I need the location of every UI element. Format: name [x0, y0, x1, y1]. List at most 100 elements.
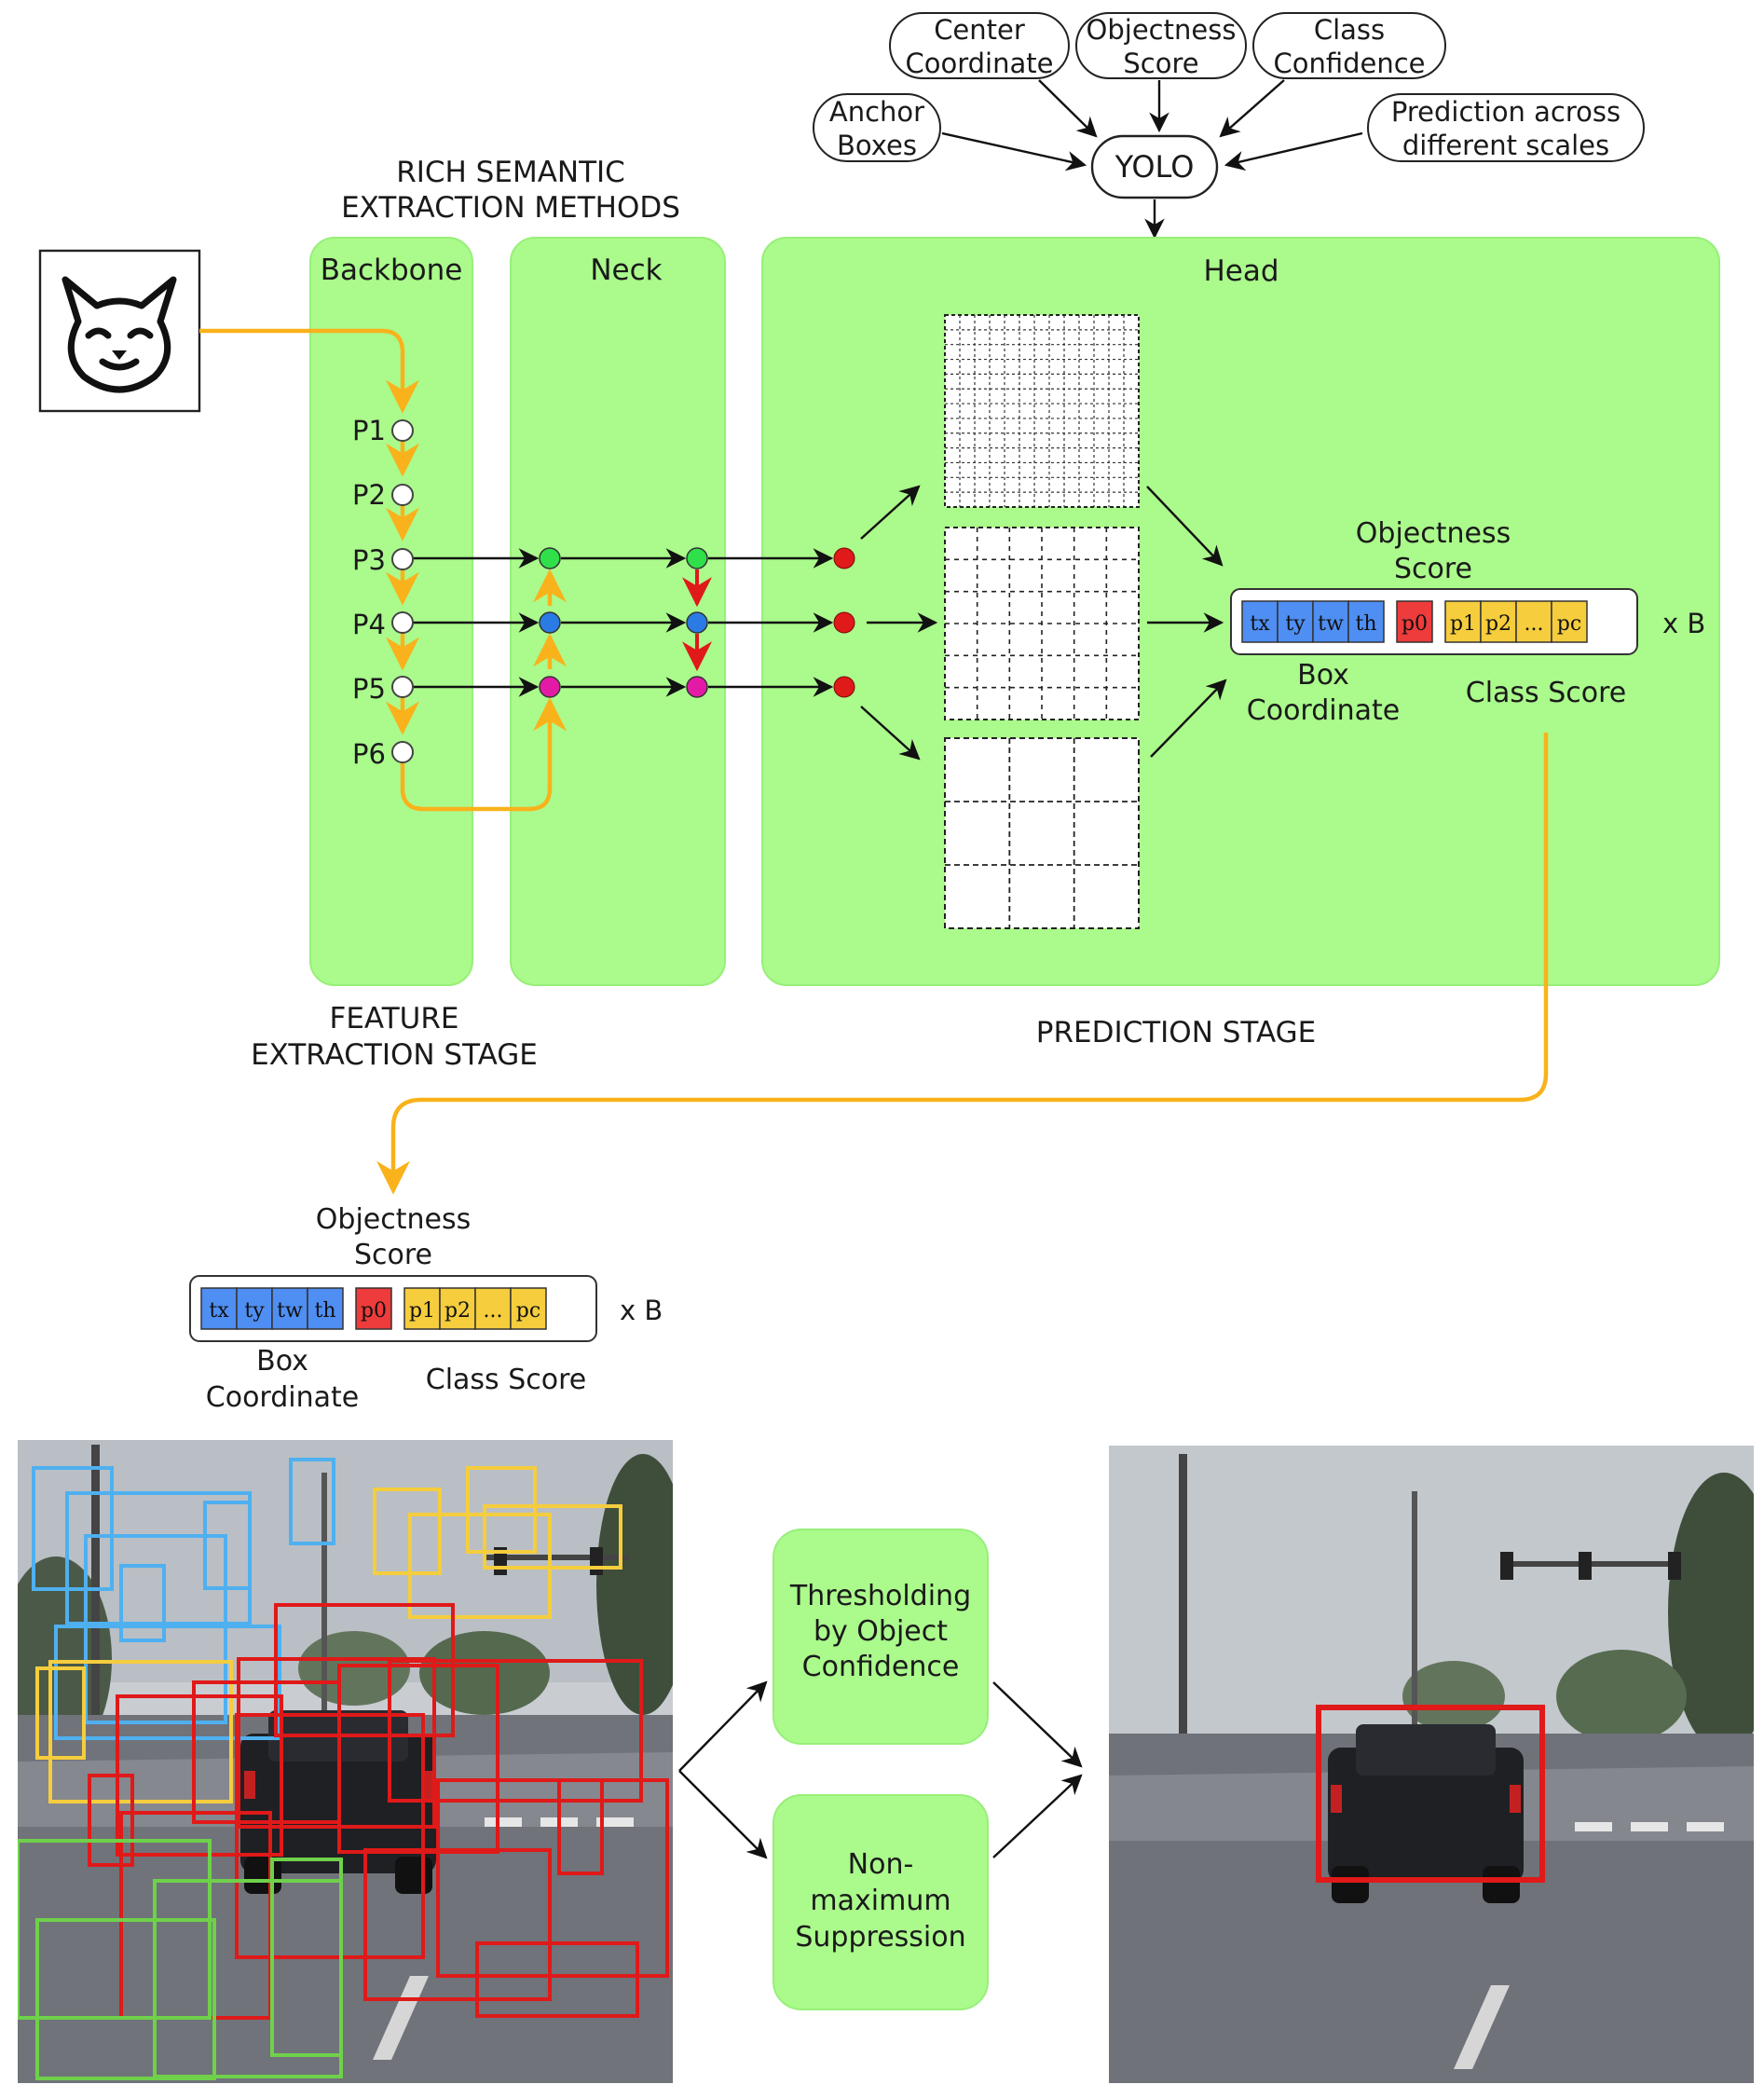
box-cell: ty — [244, 1299, 265, 1323]
nms-label: Suppression — [795, 1921, 965, 1954]
level-label-p3: P3 — [352, 544, 386, 576]
raw-detection-box — [483, 1504, 622, 1570]
factor-anchor-boxes: Anchor Boxes — [813, 93, 941, 162]
raw-detection-box — [35, 1918, 216, 2080]
feature-stage-label: FEATURE — [330, 1002, 459, 1035]
class-score-label: Class Score — [426, 1364, 587, 1396]
photo-raw-detections — [18, 1440, 673, 2083]
factor-label: Confidence — [1273, 48, 1425, 79]
panel-backbone: Backbone — [309, 237, 473, 986]
objectness-cell-bg — [1396, 600, 1433, 643]
class-score-label: Class Score — [1466, 677, 1627, 709]
factor-label: Objectness — [1087, 14, 1237, 46]
thresholding-box — [773, 1529, 989, 1745]
pyramid-levels: P1 P2 P3 P4 P5 P6 — [352, 415, 386, 770]
rich-semantic-label: EXTRACTION METHODS — [341, 191, 680, 225]
grid-fine — [944, 314, 1140, 508]
class-cell: p1 — [1450, 612, 1476, 636]
raw-detection-box — [119, 1564, 166, 1642]
thresholding-label: Confidence — [802, 1651, 960, 1683]
raw-detection-box — [466, 1466, 537, 1554]
post-arrows — [678, 1680, 1083, 1859]
raw-detection-box — [436, 1778, 669, 1978]
class-cell: p2 — [1485, 612, 1511, 636]
input-image-cat — [38, 249, 201, 413]
class-cell: ... — [484, 1299, 503, 1323]
objectness-cell: p0 — [1402, 612, 1428, 636]
box-cell-bg — [307, 1287, 344, 1330]
raw-detection-box — [388, 1659, 643, 1803]
box-cell-bg — [236, 1287, 273, 1330]
raw-detection-box — [84, 1534, 227, 1724]
raw-detection-box — [235, 1713, 425, 1959]
head-title: Head — [1203, 254, 1279, 288]
neck-title: Neck — [590, 254, 662, 287]
nms-box — [773, 1794, 989, 2010]
factor-label: Coordinate — [906, 48, 1054, 79]
class-cell: p1 — [409, 1299, 435, 1323]
level-label-p1: P1 — [352, 415, 386, 446]
box-cell-bg — [271, 1287, 308, 1330]
box-cell-bg — [200, 1287, 238, 1330]
box-cell: tw — [277, 1299, 303, 1323]
box-cell-bg — [1347, 600, 1385, 643]
class-cell: p2 — [444, 1299, 471, 1323]
neck-nodes — [539, 547, 708, 698]
vector-multiplier: x B — [620, 1295, 663, 1326]
backbone-title: Backbone — [321, 254, 463, 287]
feature-stage-label: EXTRACTION STAGE — [251, 1038, 538, 1072]
output-flow — [376, 733, 1549, 1195]
raw-detection-box — [18, 1839, 212, 2020]
level-label-p5: P5 — [352, 673, 386, 705]
grid-coarse — [944, 737, 1140, 929]
class-cell-bg — [439, 1287, 476, 1330]
grid-arrows — [860, 485, 1227, 761]
nms-label: Non- — [848, 1848, 914, 1881]
raw-detection-box — [289, 1458, 335, 1545]
box-cell-bg — [1312, 600, 1349, 643]
box-coordinate-label: Coordinate — [206, 1381, 359, 1414]
final-detection-box — [1316, 1705, 1545, 1883]
raw-detection-box — [35, 1666, 86, 1760]
factor-label: Prediction across — [1391, 96, 1620, 128]
yolo-factors: Center Coordinate Objectness Score Class… — [813, 12, 1645, 240]
factor-center-coordinate: Center Coordinate — [889, 12, 1070, 79]
factor-label: Anchor — [829, 96, 924, 128]
class-cell: ... — [1525, 612, 1544, 636]
feature-flow-arrows — [412, 548, 834, 697]
objectness-label: Score — [354, 1239, 432, 1271]
level-label-p6: P6 — [352, 738, 386, 770]
thresholding-label: by Object — [814, 1615, 948, 1648]
raw-detection-box — [270, 1858, 343, 2057]
post-processing: Thresholding by Object Confidence Non- m… — [678, 1529, 1083, 2010]
class-cell-bg — [1551, 600, 1588, 643]
box-cell-bg — [1241, 600, 1279, 643]
nms-label: maximum — [810, 1885, 950, 1917]
rich-semantic-label: RICH SEMANTIC — [396, 156, 625, 189]
raw-detection-box — [88, 1774, 134, 1867]
box-cell: tx — [209, 1299, 229, 1323]
factor-prediction-scales: Prediction across different scales — [1367, 93, 1645, 162]
backbone-nodes — [391, 419, 414, 763]
photo-final-detection — [1109, 1446, 1754, 2083]
objectness-cell-bg — [355, 1287, 392, 1330]
box-coordinate-label: Coordinate — [1247, 694, 1400, 727]
box-coordinate-label: Box — [1297, 659, 1349, 692]
raw-detection-box — [373, 1488, 442, 1575]
box-coordinate-label: Box — [256, 1345, 308, 1378]
raw-detection-box — [475, 1941, 639, 2018]
factor-label: Boxes — [837, 130, 917, 161]
box-cell-bg — [1277, 600, 1314, 643]
factor-objectness-score: Objectness Score — [1075, 12, 1247, 79]
class-cell-bg — [510, 1287, 547, 1330]
objectness-label: Objectness — [316, 1203, 471, 1236]
thresholding-label: Thresholding — [789, 1580, 971, 1612]
vector-multiplier: x B — [1662, 608, 1705, 639]
input-flow — [199, 328, 567, 812]
box-cell: tx — [1250, 612, 1270, 636]
